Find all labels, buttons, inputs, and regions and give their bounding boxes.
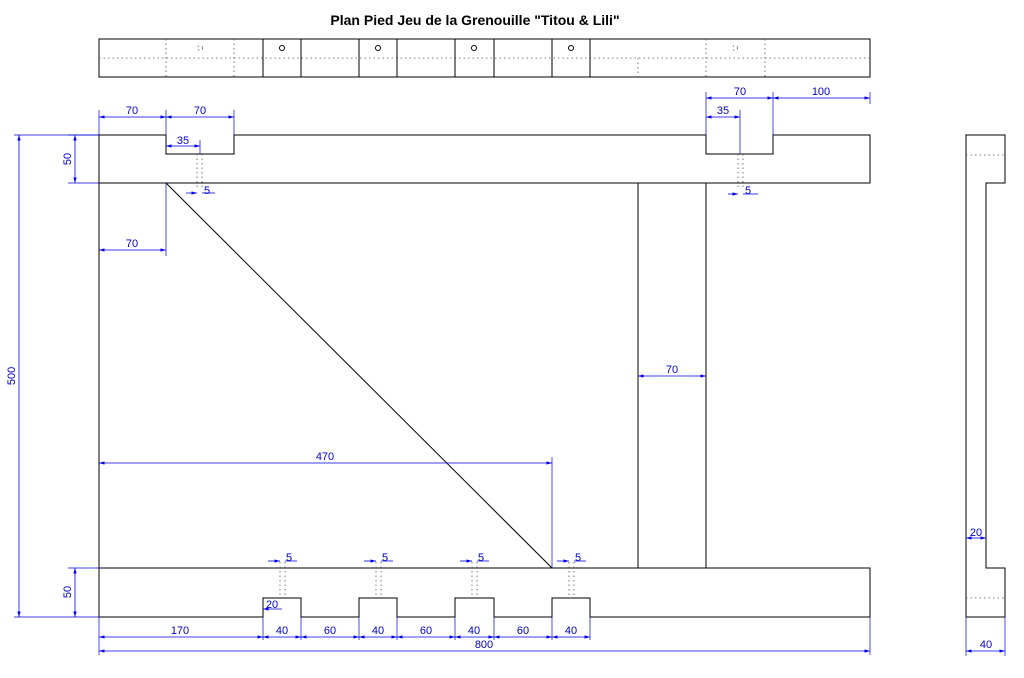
dim-total-800: 800 <box>475 639 493 651</box>
dim-total-height-500: 500 <box>6 367 18 385</box>
pegs <box>196 154 744 598</box>
dim-top-right-100: 100 <box>812 86 830 98</box>
dim-peg-5-top-right: 5 <box>745 185 751 197</box>
dim-bottom-40-2: 40 <box>372 625 384 637</box>
dim-brace-offset-70: 70 <box>126 238 138 250</box>
peg-hole-hidden-icon <box>197 45 203 51</box>
dim-peg-5-bottom-1: 5 <box>286 552 292 564</box>
dim-peg-5-bottom-4: 5 <box>575 552 581 564</box>
drawing-title: Plan Pied Jeu de la Grenouille "Titou & … <box>330 12 619 28</box>
dim-brace-span-470: 470 <box>316 451 334 463</box>
dim-beam-50-top: 50 <box>62 153 74 165</box>
dim-peg-5-bottom-3: 5 <box>478 552 484 564</box>
dim-top-notch-70: 70 <box>194 105 206 117</box>
dim-bottom-60-3: 60 <box>517 625 529 637</box>
top-beam <box>98 134 871 184</box>
dim-side-40: 40 <box>980 639 992 651</box>
dim-top-right-35: 35 <box>717 105 729 117</box>
dim-bottom-170: 170 <box>171 625 189 637</box>
side-view <box>965 134 1006 618</box>
dim-notch-depth-20: 20 <box>266 599 278 611</box>
top-view <box>98 38 871 78</box>
dim-peg-5-top-left: 5 <box>204 185 210 197</box>
dim-top-left-70: 70 <box>126 105 138 117</box>
peg-hole-icon <box>279 45 285 51</box>
dim-peg-5-bottom-2: 5 <box>382 552 388 564</box>
dim-bottom-40-4: 40 <box>565 625 577 637</box>
dim-top-right-70: 70 <box>734 86 746 98</box>
diagonal-brace <box>165 182 553 569</box>
bottom-beam <box>98 567 871 618</box>
dim-side-20: 20 <box>970 527 982 539</box>
dim-bottom-40-1: 40 <box>276 625 288 637</box>
dim-top-notch-35: 35 <box>177 135 189 147</box>
dimension-lines <box>14 92 1006 656</box>
dim-bottom-60-1: 60 <box>324 625 336 637</box>
dim-post-70: 70 <box>666 364 678 376</box>
peg-hole-icon <box>471 45 477 51</box>
dim-bottom-60-2: 60 <box>420 625 432 637</box>
dim-bottom-40-3: 40 <box>468 625 480 637</box>
peg-hole-hidden-icon <box>732 45 738 51</box>
peg-hole-icon <box>375 45 381 51</box>
front-view <box>98 134 871 618</box>
dimension-labels: 70 70 35 70 100 35 5 5 50 500 50 70 70 4… <box>6 86 992 651</box>
dim-beam-50-bottom: 50 <box>62 586 74 598</box>
peg-hole-icon <box>568 45 574 51</box>
